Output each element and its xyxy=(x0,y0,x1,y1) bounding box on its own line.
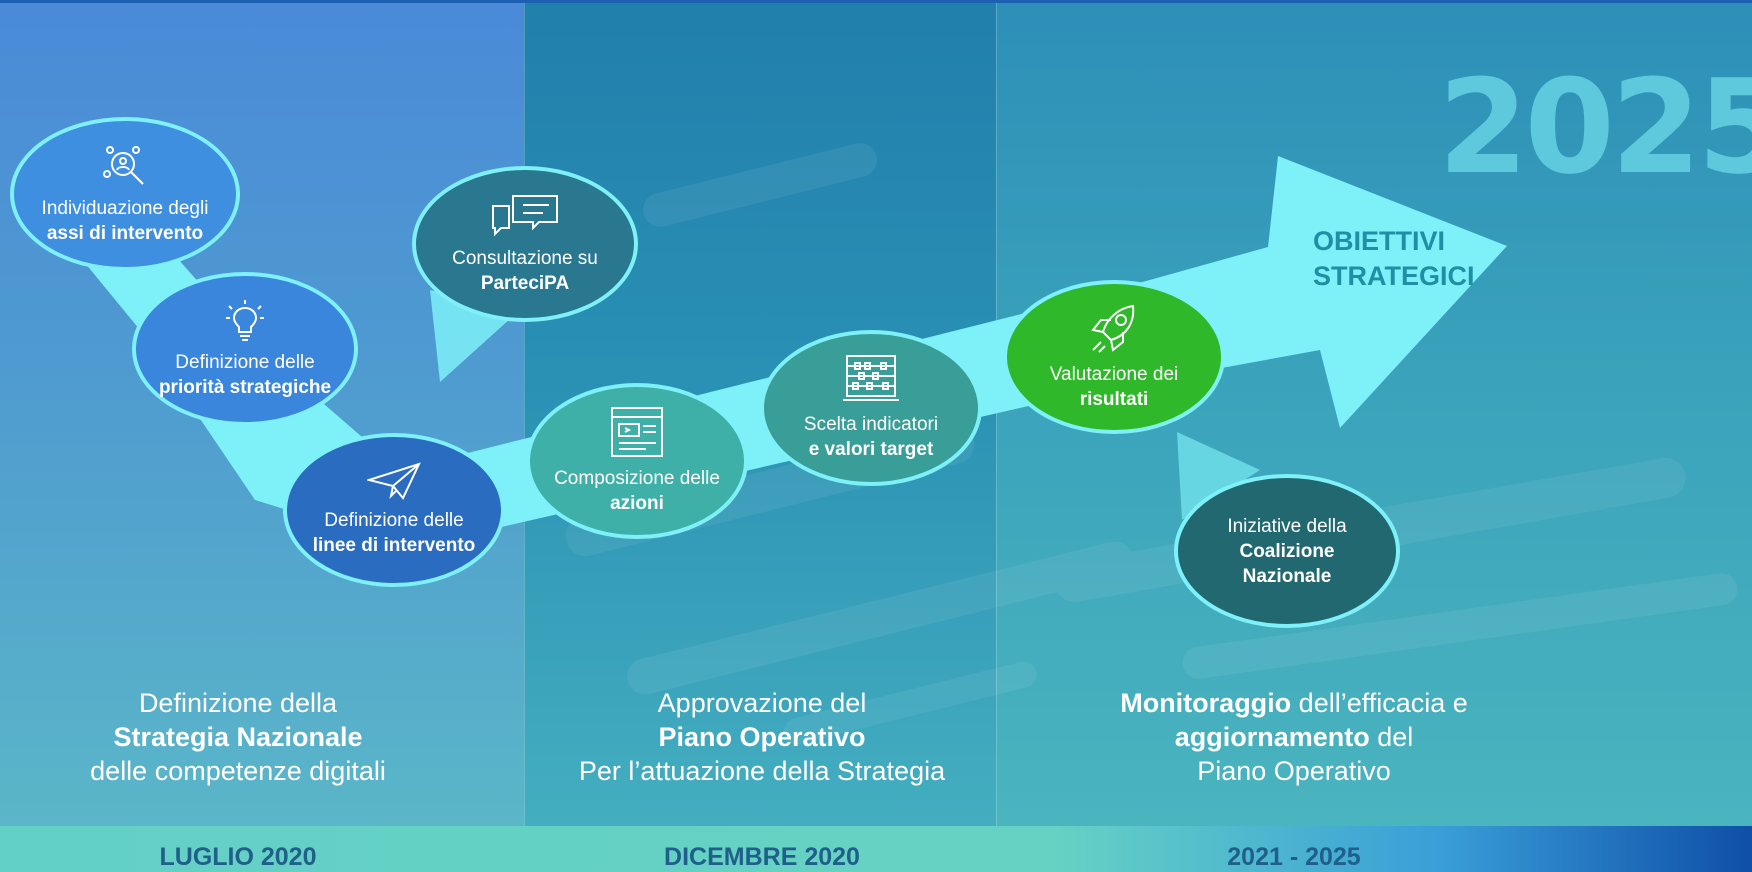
phase-2-line-2: Piano Operativo xyxy=(658,722,866,752)
phase-3-line-3: Piano Operativo xyxy=(1197,756,1391,786)
column-separator xyxy=(524,0,525,826)
node-text-light: Definizione delle xyxy=(324,510,464,531)
node-text-bold: ParteciPA xyxy=(480,273,570,294)
phase-2-description: Approvazione del Piano Operativo Per l’a… xyxy=(540,686,984,788)
phase-3-line-1-rest: dell’efficacia e xyxy=(1291,688,1468,718)
node-valutazione-risultati: Valutazione dei risultati xyxy=(1003,280,1225,434)
node-text-bold: risultati xyxy=(1079,389,1149,410)
objective-line-2: STRATEGICI xyxy=(1313,261,1475,291)
phase-1-line-3: delle competenze digitali xyxy=(90,756,386,786)
node-text-bold-2: Nazionale xyxy=(1242,565,1332,587)
top-border xyxy=(0,0,1752,3)
phase-1-line-1: Definizione della xyxy=(138,688,338,718)
phase-3-line-1: Monitoraggio dell’efficacia e xyxy=(1040,686,1548,720)
node-text-light: Composizione delle xyxy=(554,468,720,489)
node-text-bold: linee di intervento xyxy=(312,535,476,556)
abacus-icon xyxy=(843,354,899,408)
node-text-bold: assi di intervento xyxy=(46,223,204,244)
node-text-light: Valutazione dei xyxy=(1049,364,1179,385)
node-text-light-part: Scelta xyxy=(803,414,857,435)
timeline-date-bar xyxy=(0,826,1752,872)
node-linee-di-intervento: Definizione delle linee di intervento xyxy=(283,433,505,587)
phase-3-line-1-bold: Monitoraggio xyxy=(1120,688,1292,718)
node-consultazione-partecipa: Consultazione su ParteciPA xyxy=(412,166,638,322)
strategic-objectives-label: OBIETTIVI STRATEGICI xyxy=(1313,224,1475,294)
node-text-bold: Coalizione xyxy=(1239,540,1335,562)
node-text-bold: priorità strategiche xyxy=(158,377,332,398)
coalizione-callout-tail xyxy=(1177,432,1260,520)
node-assi-di-intervento: Individuazione degli assi di intervento xyxy=(10,117,240,271)
node-indicatori-valori-target: Scelta indicatori e valori target xyxy=(760,330,982,486)
node-text-light: Definizione delle xyxy=(175,352,315,373)
phase-1-description: Definizione della Strategia Nazionale de… xyxy=(40,686,436,788)
phase-3-line-2-bold: aggiornamento xyxy=(1174,722,1370,752)
browser-window-icon xyxy=(610,406,664,462)
date-phase-2: DICEMBRE 2020 xyxy=(664,843,860,871)
node-text-bold-2: e valori target xyxy=(808,439,934,460)
node-text-light: Individuazione degli xyxy=(41,198,209,219)
chat-bubbles-icon xyxy=(491,192,559,242)
date-phase-3: 2021 - 2025 xyxy=(1227,843,1361,871)
phase-3-line-2: aggiornamento del xyxy=(1040,720,1548,754)
paper-plane-icon xyxy=(365,462,421,504)
node-text-light: Scelta indicatori xyxy=(804,412,938,437)
objective-line-1: OBIETTIVI xyxy=(1313,226,1446,256)
node-text-bold: indicatori xyxy=(862,414,939,435)
node-text-light: Consultazione su xyxy=(452,248,598,269)
phase-1-line-2: Strategia Nazionale xyxy=(113,722,363,752)
node-coalizione-nazionale: Iniziative della Coalizione Nazionale xyxy=(1174,474,1400,628)
rocket-icon xyxy=(1089,302,1139,358)
phase-3-line-2-rest: del xyxy=(1369,722,1414,752)
phase-2-line-3: Per l’attuazione della Strategia xyxy=(578,756,946,786)
lightbulb-icon xyxy=(225,298,265,346)
phase-3-description: Monitoraggio dell’efficacia e aggiorname… xyxy=(1040,686,1548,788)
node-composizione-azioni: Composizione delle azioni xyxy=(526,383,748,539)
node-text-bold: azioni xyxy=(610,493,664,514)
node-text-light: Iniziative della xyxy=(1227,515,1347,537)
phase-2-line-1: Approvazione del xyxy=(657,688,867,718)
date-phase-1: LUGLIO 2020 xyxy=(159,843,317,871)
search-people-icon xyxy=(101,142,149,192)
target-year: 2025 xyxy=(1438,51,1752,203)
node-priorita-strategiche: Definizione delle priorità strategiche xyxy=(132,272,358,426)
